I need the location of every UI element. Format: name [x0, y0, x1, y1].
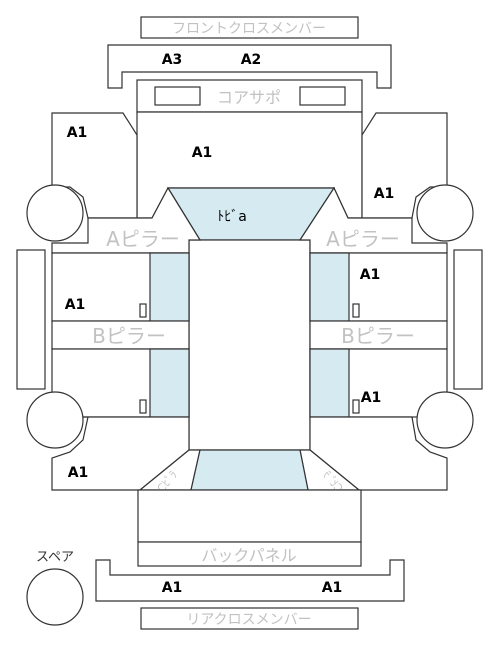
front-door-handle-right[interactable]: [352, 303, 360, 318]
grade-front-door-right: A1: [360, 267, 381, 283]
wheel-rear-right[interactable]: [416, 391, 474, 449]
rear-glass[interactable]: [190, 449, 309, 491]
side-sill-right[interactable]: [453, 249, 483, 390]
grade-rear-right: A1: [322, 580, 343, 596]
fender-right[interactable]: [361, 112, 448, 219]
front-door-glass-right[interactable]: [309, 252, 350, 322]
grade-rear-left: A1: [162, 580, 183, 596]
grade-fender-right: A1: [374, 186, 395, 202]
headlight-left[interactable]: [154, 86, 201, 106]
front-cross-member-box[interactable]: [140, 16, 359, 39]
side-sill-left[interactable]: [16, 249, 46, 390]
b-pillar-right-label: Bピラー: [341, 324, 415, 348]
wheel-front-left[interactable]: [26, 184, 84, 242]
a-pillar-left[interactable]: [51, 186, 202, 254]
rear-bumper[interactable]: [95, 559, 405, 602]
grade-front-door-left: A1: [65, 297, 86, 313]
grade-quarter-left: A1: [68, 465, 89, 481]
quarter-left[interactable]: [51, 416, 190, 491]
spare-tire[interactable]: [26, 568, 84, 626]
front-door-handle-left[interactable]: [139, 303, 147, 318]
grade-hood: A1: [192, 145, 213, 161]
front-bumper[interactable]: [107, 44, 392, 89]
rear-door-glass-right[interactable]: [309, 348, 350, 418]
b-pillar-left[interactable]: [51, 320, 190, 350]
b-pillar-left-label: Bピラー: [92, 324, 166, 348]
rear-cross-member-box[interactable]: [140, 607, 359, 630]
front-door-glass-left[interactable]: [149, 252, 190, 322]
back-panel-label: バックパネル: [201, 546, 296, 565]
trunk-panel[interactable]: [137, 489, 362, 543]
back-panel-box[interactable]: [137, 541, 362, 567]
rear-door-handle-left[interactable]: [139, 399, 147, 414]
rear-door-glass-left[interactable]: [149, 348, 190, 418]
wheel-front-right[interactable]: [416, 184, 474, 242]
a-pillar-right-label: Aピラー: [326, 227, 400, 251]
wheel-rear-left[interactable]: [26, 391, 84, 449]
grade-fender-left: A1: [67, 125, 88, 141]
grade-a2: A2: [241, 52, 262, 68]
roof-label: ﾄﾋﾞa: [217, 209, 247, 225]
front-cross-member-label: フロントクロスメンバー: [172, 21, 326, 37]
spare-label: スペア: [36, 550, 74, 565]
core-support-label: コアサポ: [217, 88, 281, 107]
rear-cross-member-label: リアクロスメンバー: [186, 612, 311, 628]
grade-a3: A3: [162, 52, 183, 68]
grade-rear-door-right: A1: [361, 390, 382, 406]
a-pillar-left-label: Aピラー: [106, 227, 180, 251]
roof-panel[interactable]: [188, 239, 311, 451]
b-pillar-right[interactable]: [309, 320, 448, 350]
rear-door-handle-right[interactable]: [352, 399, 360, 414]
headlight-right[interactable]: [299, 86, 346, 106]
